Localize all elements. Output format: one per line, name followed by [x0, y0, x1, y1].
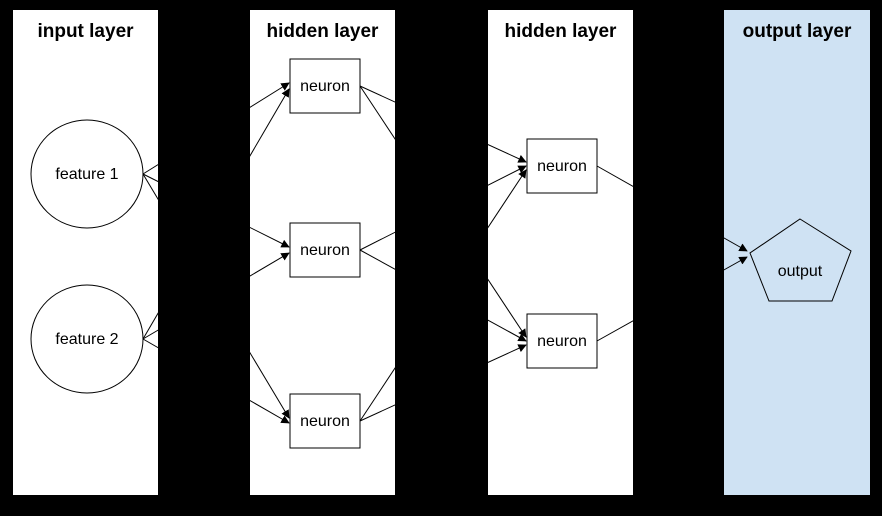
- panel-title-hidden-layer-1: hidden layer: [266, 21, 379, 42]
- panel-hidden-layer-2: hidden layer: [488, 10, 633, 495]
- panel-hidden-layer-1: hidden layer: [250, 10, 395, 495]
- panel-input-layer: input layer: [13, 10, 158, 495]
- panel-title-hidden-layer-2: hidden layer: [504, 21, 617, 42]
- panel-title-input-layer: input layer: [37, 21, 134, 42]
- panel-output-layer: output layer: [724, 10, 870, 495]
- panel-title-output-layer: output layer: [742, 21, 852, 42]
